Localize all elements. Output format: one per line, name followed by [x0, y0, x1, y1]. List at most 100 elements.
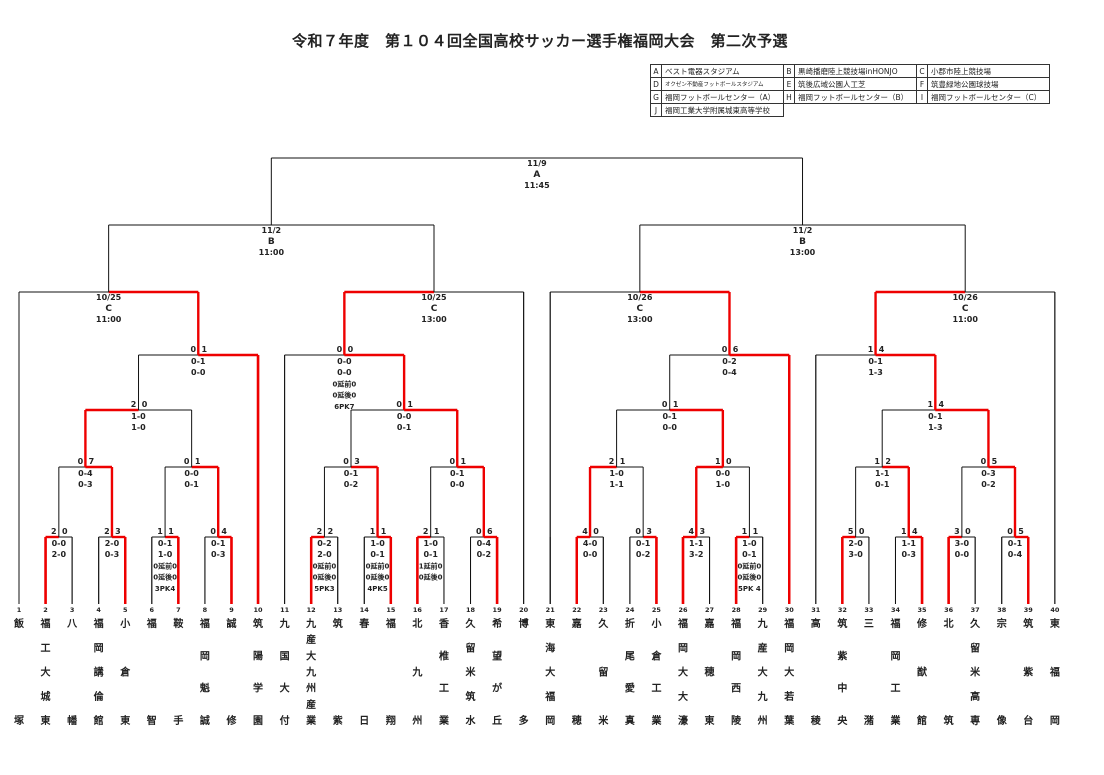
score-left: 2: [104, 527, 110, 536]
team-name: 八幡: [66, 618, 78, 727]
score-left: 0: [396, 400, 402, 409]
semifinal-venue: B: [799, 237, 806, 247]
score-detail: 0-1: [928, 412, 943, 421]
team-name-char: 高: [970, 690, 980, 703]
team-name: 筑紫台: [1023, 617, 1033, 727]
score-left: 2: [423, 527, 429, 536]
team-name-char: 北: [412, 617, 422, 630]
score-detail: 0-2: [477, 550, 491, 559]
team-number: 1: [17, 606, 22, 614]
team-name: 北筑: [944, 617, 954, 727]
team-name-char: 陽: [253, 650, 263, 662]
score-detail: 0-3: [105, 550, 119, 559]
team-name-char: 園: [253, 715, 263, 727]
score-right: 1: [434, 527, 440, 536]
quarterfinal-date: 10/25: [421, 293, 447, 302]
team-name: 嘉穂東: [704, 617, 715, 727]
team-name: 小倉東: [119, 617, 131, 727]
team-number: 27: [705, 606, 714, 614]
team-name: 宗像: [996, 617, 1008, 727]
score-left: 0: [476, 527, 482, 536]
team-name-char: 真: [625, 714, 635, 727]
team-name-char: 工: [439, 684, 449, 695]
team-name-char: 紫: [1023, 666, 1033, 679]
team-name-char: 若: [783, 690, 794, 703]
score-detail: 1-0: [716, 480, 731, 489]
team-number: 2: [43, 606, 48, 614]
score-left: 1: [868, 345, 874, 354]
score-right: 0: [859, 527, 865, 536]
team-number: 37: [971, 606, 980, 614]
team-name-char: 丘: [492, 715, 502, 727]
score-detail: 1-3: [868, 368, 882, 377]
final-date: 11/9: [527, 159, 547, 168]
team-name-char: 高: [811, 617, 821, 630]
score-detail: 0-1: [158, 539, 173, 548]
team-name-char: 誠: [200, 714, 210, 727]
score-right: 3: [699, 527, 705, 536]
score-detail: 0-2: [722, 357, 736, 366]
score-detail: 0-0: [397, 412, 412, 421]
team-number: 7: [176, 606, 181, 614]
team-name-char: 三: [864, 618, 874, 630]
team-name-char: 館: [93, 714, 104, 727]
team-number: 26: [678, 606, 688, 614]
team-name-char: 像: [996, 714, 1008, 727]
team-number: 33: [864, 606, 873, 614]
team-number: 4: [96, 606, 101, 614]
score-left: 5: [848, 527, 854, 536]
team-name-char: 紫: [837, 649, 847, 662]
score-right: 2: [328, 527, 334, 536]
team-name-char: 北: [944, 617, 954, 630]
score-detail: 0延後0: [313, 573, 337, 582]
team-name-char: 福: [677, 617, 688, 630]
team-name-char: 福: [783, 617, 794, 630]
team-name-char: 付: [280, 714, 290, 727]
venue-code: H: [783, 90, 795, 104]
team-name-char: 福: [1049, 666, 1060, 679]
score-detail: 0-1: [868, 357, 883, 366]
score-right: 0: [348, 345, 354, 354]
score-detail: 0-4: [78, 469, 93, 478]
score-detail: 0延後0: [419, 573, 443, 582]
score-detail: 0-3: [981, 469, 995, 478]
score-left: 1: [715, 457, 721, 466]
score-detail: 0延後0: [738, 573, 762, 582]
score-left: 0: [662, 400, 668, 409]
score-detail: 0-3: [902, 550, 916, 559]
quarterfinal-date: 10/26: [627, 293, 653, 302]
team-name-char: 岡: [1050, 715, 1060, 727]
venue-name: 福岡フットボールセンター（C）: [927, 90, 1050, 104]
score-detail: 5PK 4: [738, 585, 761, 593]
team-name-char: 九: [757, 690, 768, 703]
team-number: 6: [150, 606, 155, 614]
team-name-char: 倫: [94, 690, 105, 703]
team-name: 嘉穂: [571, 617, 582, 727]
team-name-char: 誠: [226, 617, 236, 630]
team-name-char: 東: [545, 617, 555, 630]
score-detail: 0-1: [211, 539, 226, 548]
team-number: 31: [811, 606, 821, 614]
score-left: 2: [51, 527, 57, 536]
score-detail: 5PK3: [314, 585, 334, 593]
team-name-char: 福: [385, 617, 396, 630]
team-name-char: 東: [120, 714, 130, 727]
score-detail: 0-0: [716, 469, 731, 478]
team-number: 5: [123, 606, 128, 614]
team-name: 福翔: [385, 617, 396, 727]
score-left: 1: [874, 457, 880, 466]
score-detail: 0-0: [337, 368, 352, 377]
score-left: 4: [582, 527, 588, 536]
team-name-char: 筑: [253, 617, 263, 630]
team-name-char: 潴: [864, 714, 874, 727]
score-detail: 0-1: [191, 357, 206, 366]
score-detail: 6PK7: [334, 403, 354, 411]
score-detail: 0-1: [742, 550, 757, 559]
score-detail: 0-0: [337, 357, 352, 366]
score-right: 1: [381, 527, 387, 536]
team-name: 三潴: [864, 618, 874, 727]
score-detail: 0-3: [211, 550, 225, 559]
